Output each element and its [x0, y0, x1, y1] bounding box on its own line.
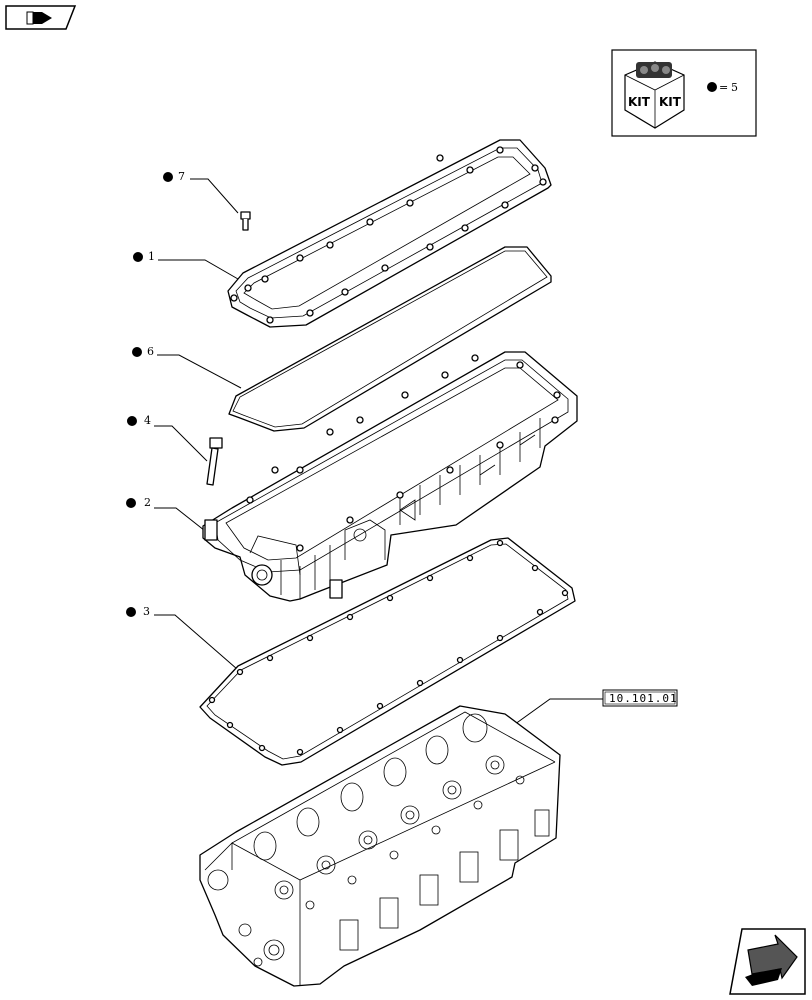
- cylinder-head: [199, 705, 561, 987]
- kit-icon: KIT KIT: [624, 61, 685, 129]
- svg-text:6: 6: [147, 345, 154, 358]
- book-nav-icon[interactable]: [5, 5, 77, 30]
- svg-text:1: 1: [148, 250, 155, 263]
- callout-2[interactable]: 2: [126, 496, 215, 539]
- reference-link[interactable]: 10.101.01: [510, 689, 678, 728]
- kit-number: 5: [731, 81, 738, 94]
- part-4-bolt[interactable]: [206, 437, 223, 486]
- kit-dot-icon: [707, 82, 717, 92]
- callout-4[interactable]: 4: [127, 414, 208, 462]
- part-6-gasket[interactable]: [228, 246, 552, 432]
- kit-box: KIT KIT = 5: [611, 49, 757, 137]
- svg-text:4: 4: [144, 414, 151, 427]
- part-7-bolt[interactable]: [240, 211, 251, 231]
- svg-text:2: 2: [144, 496, 151, 509]
- callout-6[interactable]: 6: [132, 345, 242, 389]
- reference-label: 10.101.01: [609, 692, 678, 705]
- part-2-rocker-housing[interactable]: [202, 351, 578, 602]
- callout-7[interactable]: 7: [163, 170, 239, 214]
- kit-label-left: KIT: [628, 95, 651, 109]
- part-1-valve-cover[interactable]: [227, 139, 552, 328]
- next-page-arrow-icon[interactable]: [729, 928, 806, 995]
- callout-3[interactable]: 3: [126, 605, 238, 670]
- kit-label-right: KIT: [659, 95, 682, 109]
- callout-1[interactable]: 1: [133, 250, 239, 280]
- svg-text:7: 7: [178, 170, 185, 183]
- svg-text:3: 3: [143, 605, 150, 618]
- kit-equals: =: [719, 81, 728, 94]
- part-3-gasket[interactable]: [199, 537, 576, 766]
